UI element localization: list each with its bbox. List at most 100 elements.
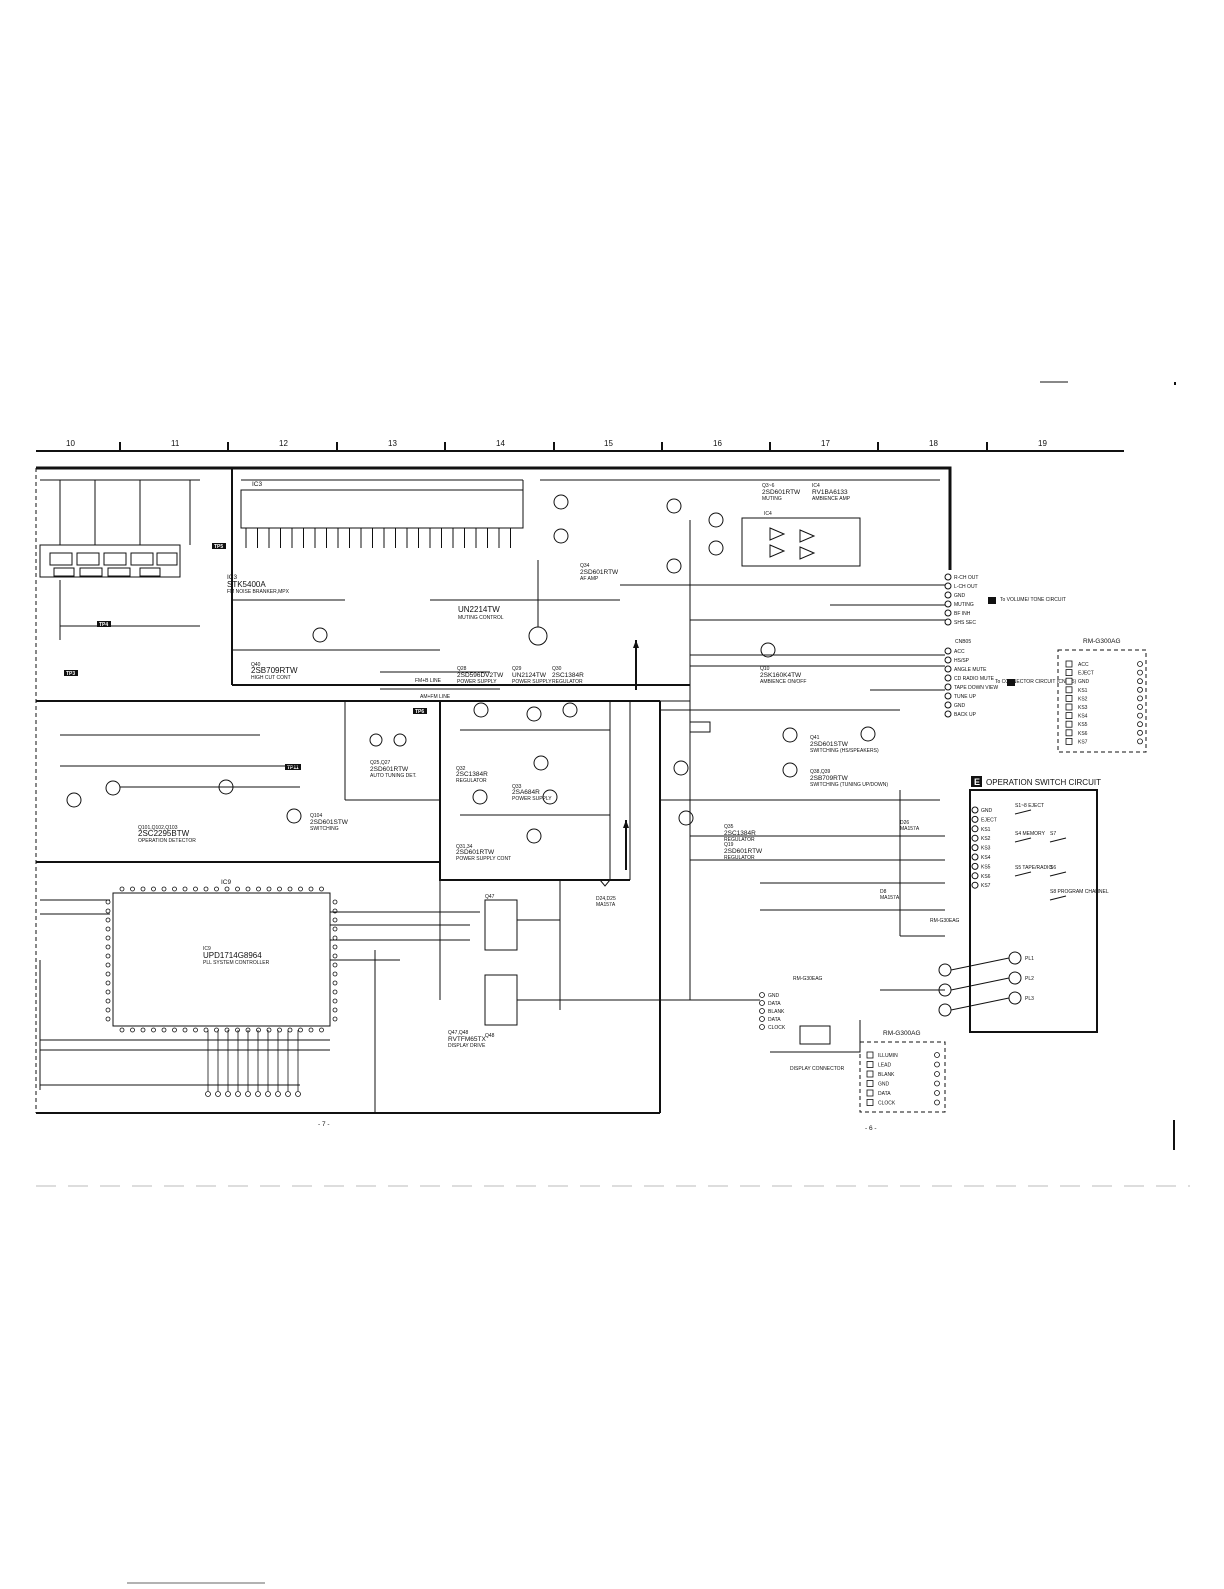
q33-function: POWER SUPPLY <box>512 796 552 802</box>
tp3-label: TP3 <box>66 671 75 677</box>
volume-pin-label-3: GND <box>954 593 966 599</box>
volume-pin-5 <box>944 609 952 617</box>
rm-right-pin-end-2 <box>1137 669 1143 676</box>
rm-right-box: RM-G300AG ACCEJECTGNDKS1KS2KS3KS4KS5KS6K… <box>1057 638 1147 753</box>
q104-ref: Q104 <box>310 813 322 819</box>
pilot-lamp-left-3 <box>938 1003 952 1017</box>
q28-ref: Q28 <box>457 666 467 672</box>
tp5-label: TP5 <box>214 544 223 550</box>
section-e-title: OPERATION SWITCH CIRCUIT <box>986 778 1101 787</box>
ic9-top-pin-3 <box>140 886 146 892</box>
operation-pin-9 <box>971 881 979 889</box>
ic3-part: STK5400A <box>227 580 266 589</box>
q30-function: REGULATOR <box>552 679 583 685</box>
q28-function: POWER SUPPLY <box>457 679 497 685</box>
ic9-left-pin-14 <box>105 1016 111 1022</box>
ic9-top-pin-10 <box>214 886 219 892</box>
ic9-right-pin-14 <box>332 1016 338 1022</box>
ic9-bottom-pin-14 <box>256 1027 261 1033</box>
ic9-bus-terminal-4 <box>235 1091 241 1097</box>
rm-right-pin-end-5 <box>1137 695 1143 702</box>
q25-27-ref: Q25,Q27 <box>370 760 391 766</box>
d8-part: MA157A <box>880 895 900 901</box>
cnb05-pin-label-7: GND <box>954 703 966 709</box>
ic9-right-pin-6 <box>332 944 338 950</box>
volume-pin-6 <box>944 618 952 626</box>
rm-bottom-pin-end-4 <box>934 1080 940 1087</box>
display-pin-label-4: DATA <box>768 1017 781 1023</box>
q40-part: 2SB709RTW <box>251 666 298 675</box>
ic9-bus-terminal-8 <box>275 1091 281 1097</box>
q32-part: 2SC1384R <box>456 771 488 778</box>
pilot-lamp-wire-2 <box>950 977 1010 991</box>
q35-part: 2SC1384R <box>724 830 756 837</box>
cnb05-pin-label-1: ACC <box>954 649 965 655</box>
pilot-lamp-wire-3 <box>950 997 1010 1011</box>
cnb05-pin-2 <box>944 656 952 664</box>
rm-right-pin-7 <box>1065 712 1073 719</box>
ic9-bus-terminal-5 <box>245 1091 251 1097</box>
page-number-right: - 6 - <box>865 1125 877 1132</box>
q30-part: 2SC1384R <box>552 672 584 679</box>
cnb05-pin-5 <box>944 683 952 691</box>
ic9-left-pin-12 <box>105 998 111 1004</box>
rm-right-pin-end-8 <box>1137 721 1143 728</box>
ic9-right-pin-7 <box>332 953 338 959</box>
q28-part: 2SD596DV2TW <box>457 672 504 679</box>
operation-switch-6 <box>1049 895 1067 901</box>
ic9-left-pin-5 <box>105 935 111 941</box>
ic4-function: AMBIENCE AMP <box>812 496 851 502</box>
q31-34-function: POWER SUPPLY CONT <box>456 856 511 862</box>
ic9-bottom-pin-9 <box>203 1027 209 1033</box>
q31-34-part: 2SD601RTW <box>456 849 495 856</box>
ic4-box-ref: IC4 <box>764 511 772 517</box>
ic9-left-pin-10 <box>105 980 111 986</box>
rm-bottom-pin-end-1 <box>934 1052 940 1058</box>
muting-and-ambience: Q3~6 2SD601RTW MUTING Q34 2SD601RTW AF A… <box>540 479 950 586</box>
cnb05-pin-6 <box>944 692 952 700</box>
tp4-label: TP4 <box>99 622 108 628</box>
rm-bottom-pin-label-1: ILLUMIN <box>878 1053 898 1059</box>
q34-part: 2SD601RTW <box>580 569 619 576</box>
q33-part: 2SA684R <box>512 789 540 796</box>
pilot-lamp-label-3: PL3 <box>1025 996 1034 1002</box>
cnb05-pin-label-2: HS/SP <box>954 658 970 664</box>
column-18: 18 <box>929 439 938 448</box>
q47-48-function: DISPLAY DRIVE <box>448 1043 486 1049</box>
tp6-label: TP6 <box>415 709 424 715</box>
pilot-lamp-left-1 <box>938 963 952 977</box>
ic9-right-pin-9 <box>332 971 338 977</box>
board-outline <box>35 466 952 1114</box>
supply-lines: FM+B LINE AM+FM LINE <box>380 671 500 700</box>
q41-ref: Q41 <box>810 735 820 741</box>
ic9-right-pin-13 <box>332 1007 338 1013</box>
d26-ref: D26 <box>900 820 909 826</box>
cnb05-pin-7 <box>944 701 952 709</box>
operation-pin-label-2: EJECT <box>981 817 997 823</box>
ic9-top-pin-9 <box>203 886 209 892</box>
ic9-bottom-pin-12 <box>235 1027 240 1033</box>
ic9-left-pin-4 <box>105 926 111 932</box>
ic9-right-pin-5 <box>332 935 338 941</box>
q101-103-function: OPERATION DETECTOR <box>138 838 196 844</box>
q35-function: REGULATOR <box>724 837 755 843</box>
display-pin-1 <box>759 992 765 998</box>
rm-bottom-pin-label-5: DATA <box>878 1091 891 1097</box>
ic9-left-pin-9 <box>105 971 111 977</box>
cnb05-ref: CNB05 <box>955 639 971 645</box>
q38-39-ref: Q38,Q39 <box>810 769 831 775</box>
ic9-top-pin-17 <box>287 886 293 892</box>
column-15: 15 <box>604 439 613 448</box>
q34-ref: Q34 <box>580 563 590 569</box>
ic9-bus-terminal-10 <box>295 1091 301 1097</box>
column-16: 16 <box>713 439 722 448</box>
pilot-lamp-wire-1 <box>950 957 1010 971</box>
ic9-top-pin-16 <box>277 886 282 892</box>
ic9-bottom-pin-2 <box>130 1027 135 1033</box>
q40-ref: Q40 <box>251 662 261 668</box>
rm-right-pin-3 <box>1065 677 1073 685</box>
operation-switch-circuit: E OPERATION SWITCH CIRCUIT GNDEJECTKS1KS… <box>690 776 1109 1033</box>
q25-27-part: 2SD601RTW <box>370 766 409 773</box>
